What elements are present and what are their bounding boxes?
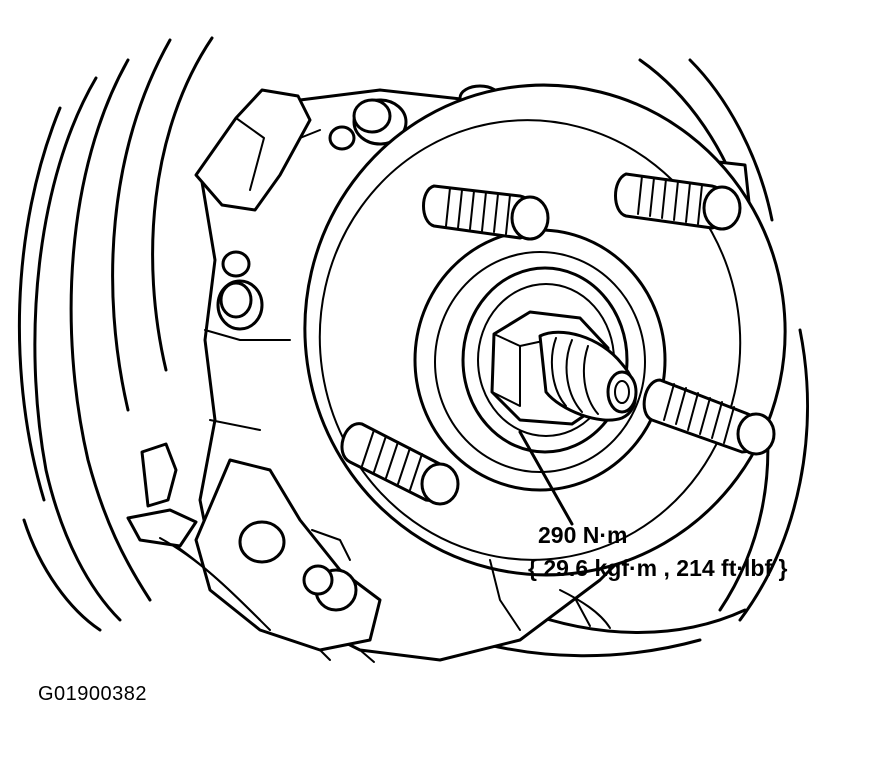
- lower-details: [319, 559, 611, 663]
- backing-plate-arcs: [17, 36, 214, 632]
- wheel-stud-lower-left: [340, 422, 460, 506]
- torque-value-alt-units: { 29.6 kgf·m , 214 ft·lbf }: [528, 555, 788, 581]
- wheel-stud-right: [642, 378, 776, 456]
- wheel-stud-upper-left: [422, 184, 550, 241]
- torque-spec-callout: 290 N·m { 29.6 kgf·m , 214 ft·lbf }: [528, 519, 787, 585]
- figure-id-label: G01900382: [38, 683, 148, 705]
- axle-spindle: [538, 330, 638, 422]
- callout-leader-line: [518, 430, 574, 526]
- wheel-stud-upper-right: [614, 172, 742, 231]
- upper-mount-tab: [194, 84, 502, 212]
- knuckle-bosses: [216, 250, 264, 331]
- torque-value-nm: 290 N·m: [538, 522, 628, 548]
- abs-sensor-clip: [126, 442, 271, 631]
